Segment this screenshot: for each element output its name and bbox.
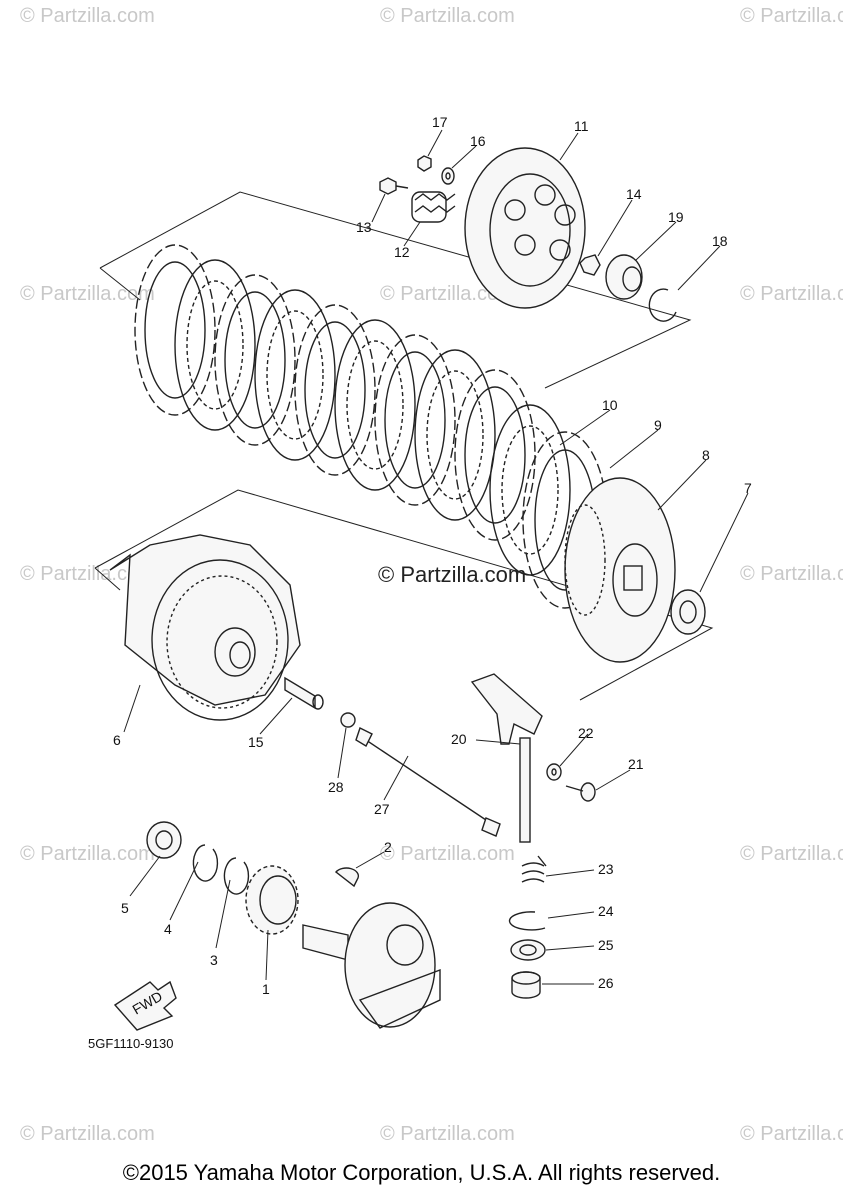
- callout-28: 28: [328, 779, 344, 795]
- circlip: [508, 911, 546, 931]
- friction-plate: [214, 274, 296, 446]
- callout-26: 26: [598, 975, 614, 991]
- callout-15: 15: [248, 734, 264, 750]
- callout-4: 4: [164, 921, 172, 937]
- steel-plate: [414, 349, 496, 521]
- push-rod: [355, 727, 501, 837]
- watermark: © Partzilla.com: [20, 283, 155, 305]
- steel-plate: [489, 404, 571, 576]
- center-watermark: © Partzilla.com: [378, 562, 526, 587]
- circlip: [648, 288, 677, 322]
- friction-plate: [454, 369, 536, 541]
- callout-16: 16: [470, 133, 486, 149]
- watermark: © Partzilla.com: [20, 5, 155, 27]
- primary-drive-gear: [245, 865, 299, 935]
- steel-ball: [340, 712, 356, 728]
- clutch-plate-stack: [134, 244, 608, 609]
- clutch-pin: [284, 676, 324, 710]
- callout-2: 2: [384, 839, 392, 855]
- nut: [146, 821, 182, 859]
- pressure-plate: [464, 147, 586, 309]
- watermark: © Partzilla.com: [740, 283, 843, 305]
- woodruff-key: [334, 867, 360, 888]
- watermark: © Partzilla.com: [380, 5, 515, 27]
- callout-1: 1: [262, 981, 270, 997]
- watermark: © Partzilla.com: [20, 1123, 155, 1145]
- callout-labels: 1 2 3 4 5 6 7 8 9 10 11 12 13 14 15 16 1…: [113, 114, 752, 997]
- washer: [546, 763, 562, 781]
- watermark: © Partzilla.com: [20, 843, 155, 865]
- diagram-code: 5GF1110-9130: [88, 1036, 174, 1051]
- callout-18: 18: [712, 233, 728, 249]
- callout-23: 23: [598, 861, 614, 877]
- watermark: © Partzilla.com: [380, 843, 515, 865]
- group-outline-upper: [99, 191, 692, 389]
- crankshaft: [302, 902, 441, 1029]
- callout-20: 20: [451, 731, 467, 747]
- lock-washer: [223, 857, 250, 895]
- watermark: © Partzilla.com: [740, 5, 843, 27]
- clutch-boss: [564, 477, 676, 663]
- callout-8: 8: [702, 447, 710, 463]
- needle-bearing: [511, 971, 541, 999]
- steel-plate: [254, 289, 336, 461]
- watermark-layer: © Partzilla.com © Partzilla.com © Partzi…: [20, 5, 843, 1145]
- callout-6: 6: [113, 732, 121, 748]
- callout-27: 27: [374, 801, 390, 817]
- callout-24: 24: [598, 903, 614, 919]
- push-lever-shaft: [470, 673, 543, 843]
- friction-plate: [294, 304, 376, 476]
- clutch-spring: [411, 191, 456, 223]
- copyright-notice: ©2015 Yamaha Motor Corporation, U.S.A. A…: [122, 1160, 721, 1185]
- group-outline-lower: [94, 489, 714, 701]
- oil-seal: [510, 939, 546, 961]
- watermark: © Partzilla.com: [740, 1123, 843, 1145]
- callout-3: 3: [210, 952, 218, 968]
- callout-7: 7: [744, 480, 752, 496]
- watermark: © Partzilla.com: [740, 563, 843, 585]
- callout-17: 17: [432, 114, 448, 130]
- friction-plate: [134, 244, 216, 416]
- callout-9: 9: [654, 417, 662, 433]
- steel-plate: [174, 259, 256, 431]
- bearing: [605, 254, 643, 300]
- push-plate: [579, 254, 601, 276]
- leader-lines: [123, 129, 749, 985]
- callout-5: 5: [121, 900, 129, 916]
- callout-11: 11: [574, 118, 589, 134]
- watermark: © Partzilla.com: [740, 843, 843, 865]
- watermark: © Partzilla.com: [380, 283, 515, 305]
- callout-14: 14: [626, 186, 642, 202]
- bolt: [379, 177, 409, 195]
- friction-plate: [374, 334, 456, 506]
- callout-19: 19: [668, 209, 684, 225]
- screw: [565, 782, 596, 802]
- steel-plate: [334, 319, 416, 491]
- callout-13: 13: [356, 219, 372, 235]
- nut: [417, 155, 432, 172]
- watermark: © Partzilla.com: [380, 1123, 515, 1145]
- callout-22: 22: [578, 725, 594, 741]
- clutch-housing: [109, 534, 301, 721]
- callout-21: 21: [628, 756, 644, 772]
- lock-washer: [670, 589, 706, 635]
- watermark: © Partzilla.com: [20, 563, 155, 585]
- forward-arrow-icon: FWD: [113, 980, 177, 1031]
- washer: [441, 167, 455, 185]
- callout-12: 12: [394, 244, 410, 260]
- lock-washer: [192, 844, 219, 882]
- callout-10: 10: [602, 397, 618, 413]
- callout-25: 25: [598, 937, 614, 953]
- return-spring: [521, 855, 547, 883]
